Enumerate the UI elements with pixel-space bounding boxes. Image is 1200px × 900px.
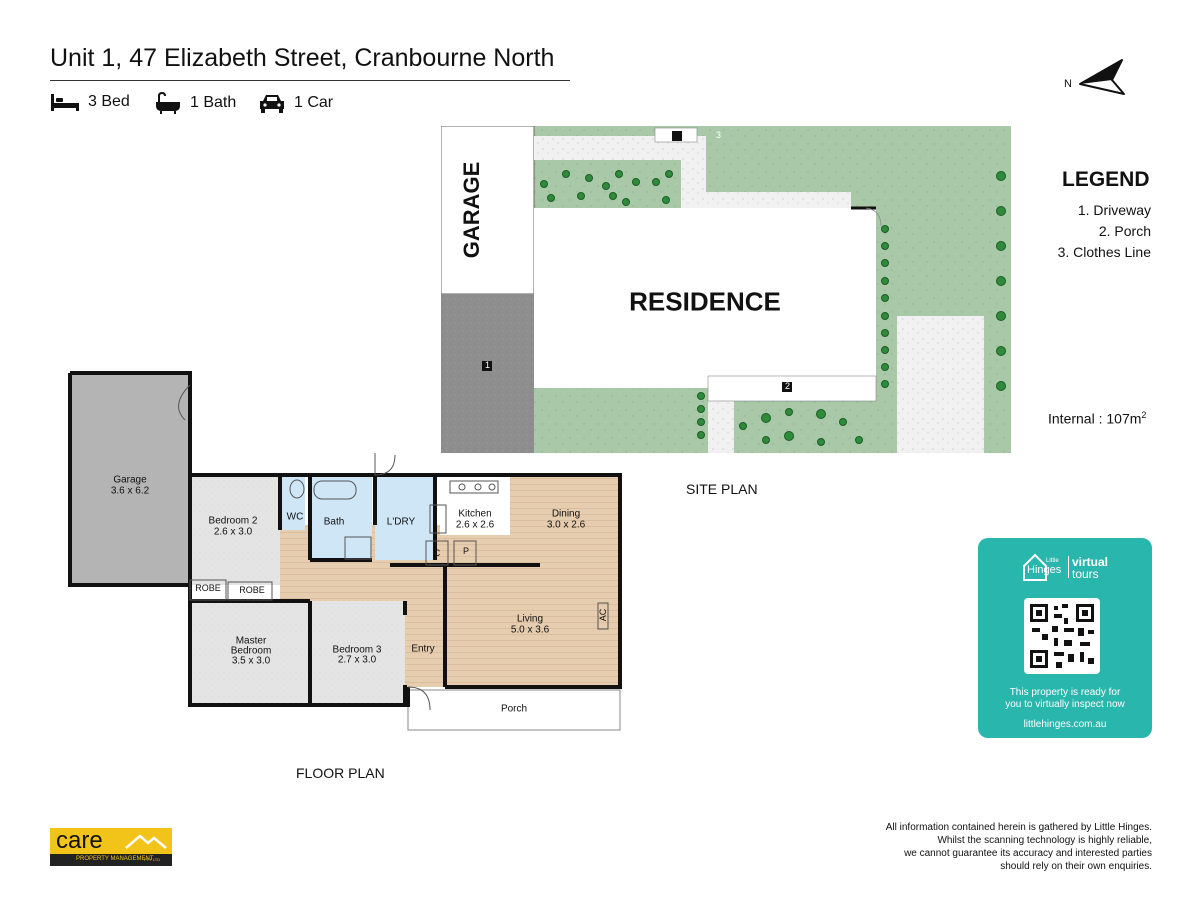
- living-name: Living: [516, 613, 544, 625]
- floor-plan: [68, 371, 622, 731]
- vt-message-line-2: you to virtually inspect now: [1005, 699, 1125, 710]
- internal-area-label: Internal : 107m: [1048, 410, 1142, 427]
- roofline-icon: [125, 834, 167, 849]
- dining-size: 3.0 x 2.6: [546, 519, 586, 531]
- care-logo-tagline: PROPERTY MANAGEMENT: [76, 856, 154, 862]
- feature-bed: 3 Bed: [50, 92, 130, 112]
- vt-brand-word-1: virtual: [1072, 555, 1109, 569]
- vt-brand-word-2: tours: [1072, 567, 1099, 581]
- disclaimer-line-4: should rely on their own enquiries.: [1000, 861, 1152, 872]
- vt-brand-small: Little: [1046, 558, 1059, 564]
- page-title: Unit 1, 47 Elizabeth Street, Cranbourne …: [50, 44, 555, 72]
- bedroom3-size: 2.7 x 3.0: [337, 654, 377, 666]
- wc-floor: [280, 475, 305, 530]
- bath-label: Bath: [323, 516, 345, 528]
- title-underline: [50, 80, 570, 81]
- site-plan: [441, 126, 1011, 453]
- dining-name: Dining: [551, 508, 581, 520]
- vt-brand-name: Hinges: [1027, 564, 1062, 576]
- bedroom2-floor: [190, 475, 280, 585]
- path-side: [681, 160, 706, 208]
- house-outline-icon: [1023, 553, 1047, 581]
- master-floor: [190, 601, 310, 705]
- bath-icon: [156, 92, 180, 114]
- bedroom2-name: Bedroom 2: [208, 515, 258, 527]
- ac-label: AC: [598, 608, 608, 622]
- laundry-floor: [375, 475, 435, 560]
- garage-room-size: 3.6 x 6.2: [110, 485, 150, 497]
- porch-path: [708, 401, 734, 453]
- robe-1-label: ROBE: [195, 583, 221, 593]
- disclaimer-line-2: Whilst the scanning technology is highly…: [937, 835, 1152, 846]
- qr-code-icon[interactable]: [1024, 598, 1100, 674]
- feature-car: 1 Car: [258, 92, 333, 114]
- bedroom2-size: 2.6 x 3.0: [213, 526, 253, 538]
- entry-label: Entry: [411, 643, 435, 655]
- site-garage-label: GARAGE: [459, 161, 484, 259]
- legend-title: LEGEND: [1062, 168, 1150, 191]
- robe-2-label: ROBE: [239, 585, 265, 595]
- site-porch: [707, 375, 877, 402]
- pantry-label: P: [462, 546, 470, 556]
- paved-area: [897, 316, 984, 453]
- laundry-label: L'DRY: [386, 516, 416, 528]
- bath-floor: [310, 475, 372, 560]
- site-marker-1: 1: [485, 360, 491, 370]
- living-size: 5.0 x 3.6: [510, 624, 550, 636]
- disclaimer-line-3: we cannot guarantee its accuracy and int…: [904, 848, 1152, 859]
- disclaimer: All information contained herein is gath…: [886, 821, 1152, 873]
- wc-label: WC: [286, 511, 304, 523]
- porch-deck: [407, 689, 621, 731]
- garage-room-name: Garage: [113, 474, 147, 486]
- feature-bath-label: 1 Bath: [190, 94, 237, 111]
- floor-plan-label: FLOOR PLAN: [296, 765, 385, 781]
- cupboard-label: C: [433, 548, 441, 558]
- feature-car-label: 1 Car: [294, 94, 334, 111]
- residence: [534, 208, 876, 388]
- legend-item-porch: 2. Porch: [1098, 223, 1151, 239]
- north-arrow-icon: [1079, 59, 1125, 95]
- site-garage: [441, 126, 535, 295]
- disclaimer-line-1: All information contained herein is gath…: [885, 822, 1152, 833]
- legend-item-clothes-line: 3. Clothes Line: [1057, 244, 1151, 260]
- master-name-2: Bedroom: [230, 645, 272, 657]
- care-logo-bottom: [50, 854, 172, 866]
- internal-area-sup: 2: [1141, 410, 1147, 420]
- vt-url-link[interactable]: littlehinges.com.au: [1023, 719, 1107, 730]
- feature-bath: 1 Bath: [154, 92, 236, 114]
- site-marker-3: 3: [716, 130, 722, 140]
- virtual-tour-card[interactable]: Little Hinges virtual tours This propert…: [978, 538, 1152, 738]
- driveway: [441, 294, 534, 453]
- master-size: 3.5 x 3.0: [231, 655, 271, 667]
- garage-floor: [70, 373, 190, 585]
- bed-icon: [51, 94, 79, 111]
- site-marker-2: 2: [785, 381, 791, 391]
- vt-brand-divider: [1068, 556, 1069, 578]
- master-name-1: Master: [235, 635, 267, 647]
- care-logo: care PROPERTY MANAGEMENT PTY LTD: [50, 827, 172, 866]
- kitchen-name: Kitchen: [458, 508, 492, 520]
- residence-label: RESIDENCE: [629, 286, 781, 317]
- porch-label: Porch: [500, 703, 528, 715]
- bedroom3-name: Bedroom 3: [332, 644, 382, 656]
- legend-item-driveway: 1. Driveway: [1077, 202, 1151, 218]
- bedroom3-floor: [310, 601, 405, 705]
- care-logo-name: care: [56, 827, 103, 854]
- kitchen-size: 2.6 x 2.6: [455, 519, 495, 531]
- compass-north-label: N: [1064, 78, 1072, 90]
- path-east: [706, 192, 851, 208]
- site-plan-label: SITE PLAN: [686, 481, 758, 497]
- car-icon: [260, 95, 284, 113]
- vt-message-line-1: This property is ready for: [1009, 687, 1121, 698]
- internal-area: Internal : 107m2: [1048, 410, 1146, 427]
- care-logo-suffix: PTY LTD: [144, 857, 161, 862]
- feature-bed-label: 3 Bed: [88, 93, 130, 110]
